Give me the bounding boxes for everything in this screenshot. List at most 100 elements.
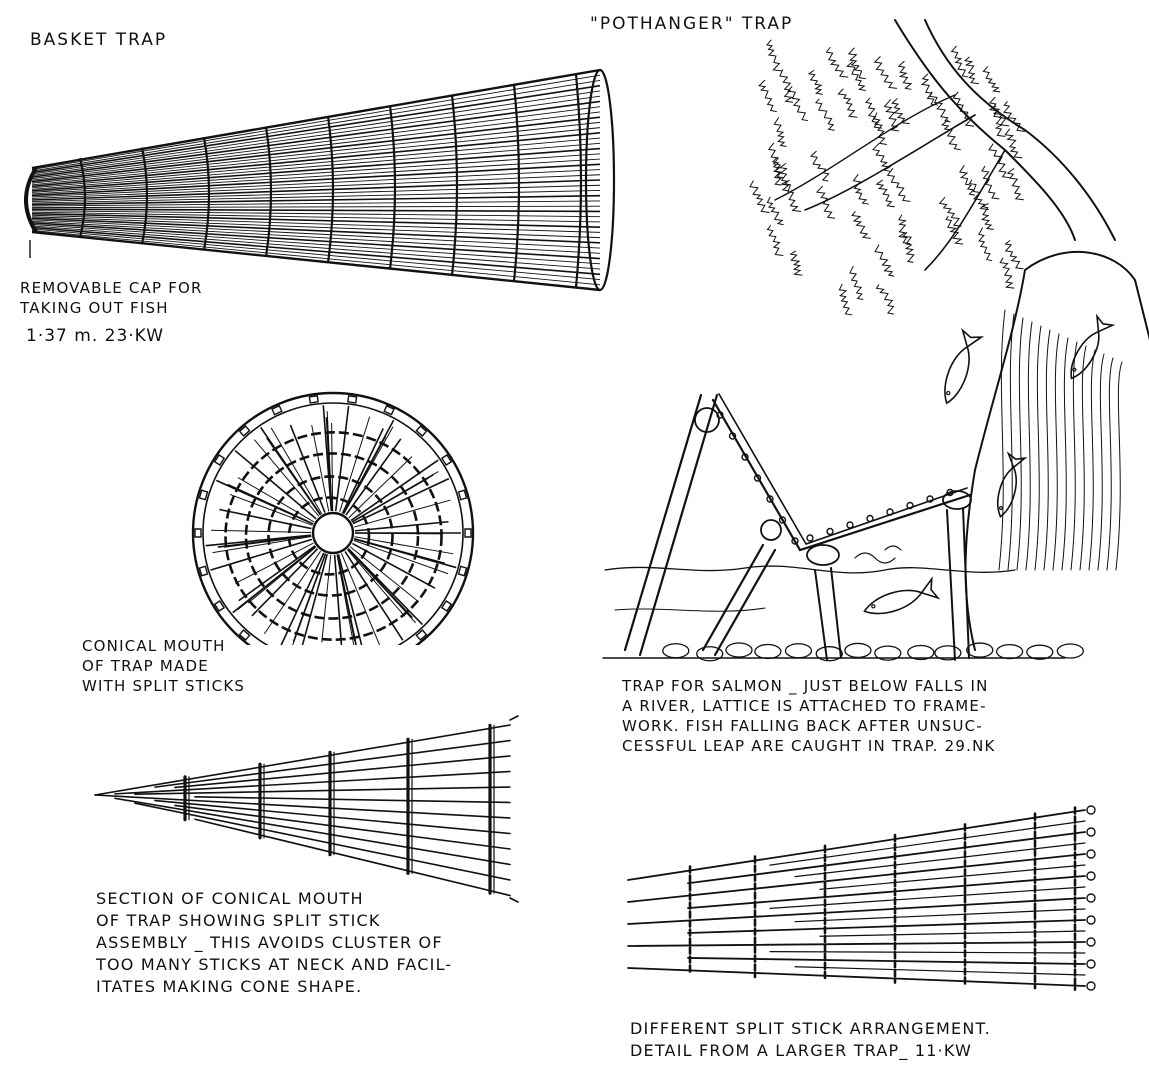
mouth-spoke [340, 417, 370, 512]
inserted-stick [795, 843, 1085, 877]
foliage-tuft [817, 186, 835, 218]
foliage-tuft [990, 97, 1009, 126]
removable-cap [26, 168, 36, 232]
mouth-spoke [213, 537, 312, 553]
basket-stick [32, 212, 600, 222]
split-stick [115, 798, 510, 864]
rail-stick [628, 968, 1085, 986]
water-surface [605, 566, 1015, 573]
rim-tie [459, 566, 467, 575]
basket-trap-title: BASKET TRAP [30, 30, 168, 50]
basket-binding [204, 137, 209, 250]
stick-end-knob [1087, 828, 1095, 836]
rim-tie [199, 490, 207, 499]
foliage-tuft [750, 181, 769, 212]
basket-stick [32, 218, 600, 243]
basket-stick [32, 215, 600, 232]
rim-tie [465, 529, 471, 537]
mouth-inner-rim [203, 403, 463, 645]
foliage-tuft [875, 57, 897, 89]
lattice-rail [719, 394, 967, 544]
waterfall-stream [1116, 362, 1122, 570]
foliage-tuft [952, 46, 968, 77]
split-stick [175, 805, 510, 849]
foliage-tuft [852, 211, 870, 238]
basket-stick [32, 209, 600, 211]
foliage-tuft [982, 166, 999, 199]
foliage-tuft [960, 166, 975, 196]
mouth-spoke [353, 479, 449, 524]
mouth-spoke [348, 549, 422, 625]
foliage-tuft [767, 226, 782, 256]
basket-stick [32, 226, 600, 269]
river-stone [816, 647, 842, 661]
post-end [761, 520, 781, 540]
mouth-spoke [338, 554, 361, 645]
waterfall-stream [1098, 354, 1104, 570]
tree-branch [775, 95, 955, 200]
conical-mouth-drawing [180, 355, 490, 645]
foliage-tuft [982, 204, 993, 230]
tree-branch [805, 115, 975, 210]
mouth-spoke [355, 522, 449, 531]
rock-cliff-front [966, 270, 1025, 650]
basket-stick [32, 122, 600, 183]
rail-stick [628, 942, 1085, 946]
mouth-spoke [206, 535, 311, 545]
lattice-rail [713, 400, 970, 550]
basket-stick [32, 201, 600, 206]
foliage-tuft [885, 100, 899, 131]
mouth-spoke [211, 530, 311, 532]
basket-trap-drawing [0, 60, 620, 340]
basket-stick [32, 221, 600, 253]
post-end [695, 408, 719, 432]
different-arrangement-caption: DIFFERENT SPLIT STICK ARRANGEMENT. DETAI… [630, 1019, 991, 1060]
basket-stick [32, 149, 600, 191]
split-stick [135, 803, 510, 880]
inserted-stick [770, 887, 1085, 908]
fish-body [938, 344, 975, 407]
basket-binding [142, 148, 147, 244]
foliage-tuft [780, 164, 789, 191]
basket-outline-bottom [32, 232, 600, 290]
mouth-spoke [210, 539, 311, 570]
water-ripple [615, 608, 765, 611]
foliage-tuft [899, 215, 910, 244]
mouth-spoke [355, 537, 454, 554]
basket-stick [32, 107, 600, 179]
river-stone [1057, 644, 1083, 658]
basket-stick [32, 175, 600, 199]
lattice-peg [887, 509, 893, 515]
foliage-tuft [809, 71, 822, 95]
support-cap [943, 491, 971, 509]
stick-end-knob [1087, 850, 1095, 858]
section-mouth-caption: SECTION OF CONICAL MOUTH OF TRAP SHOWING… [96, 889, 453, 996]
salmon-trap-caption: TRAP FOR SALMON _ JUST BELOW FALLS IN A … [622, 677, 996, 755]
foliage-tuft [979, 228, 992, 261]
basket-measure-caption: 1·37 m. 23·KW [26, 326, 165, 346]
waterfall-stream [1053, 334, 1059, 570]
foliage-tuft [839, 284, 852, 314]
foliage-tuft [788, 87, 808, 121]
rail-stick [688, 958, 1085, 964]
mouth-spoke [219, 509, 311, 528]
mouth-lashing-ring [226, 432, 442, 639]
foliage-tuft [773, 157, 781, 185]
foliage-tuft [892, 99, 909, 124]
lattice-peg [867, 516, 873, 522]
basket-stick [32, 190, 600, 203]
inserted-stick [795, 967, 1085, 975]
foliage-tuft [970, 180, 989, 209]
basket-stick [32, 143, 600, 189]
foliage-tuft [983, 67, 999, 92]
basket-binding [80, 158, 85, 238]
split-stick [155, 741, 510, 788]
mouth-spoke [279, 553, 323, 645]
tree-branch [925, 150, 1005, 270]
rim-tie [215, 455, 224, 465]
foliage-tuft [827, 47, 848, 77]
basket-stick [32, 164, 600, 195]
river-stone [845, 643, 871, 657]
mouth-lashing-ring [289, 498, 369, 575]
river-stone [697, 647, 723, 661]
